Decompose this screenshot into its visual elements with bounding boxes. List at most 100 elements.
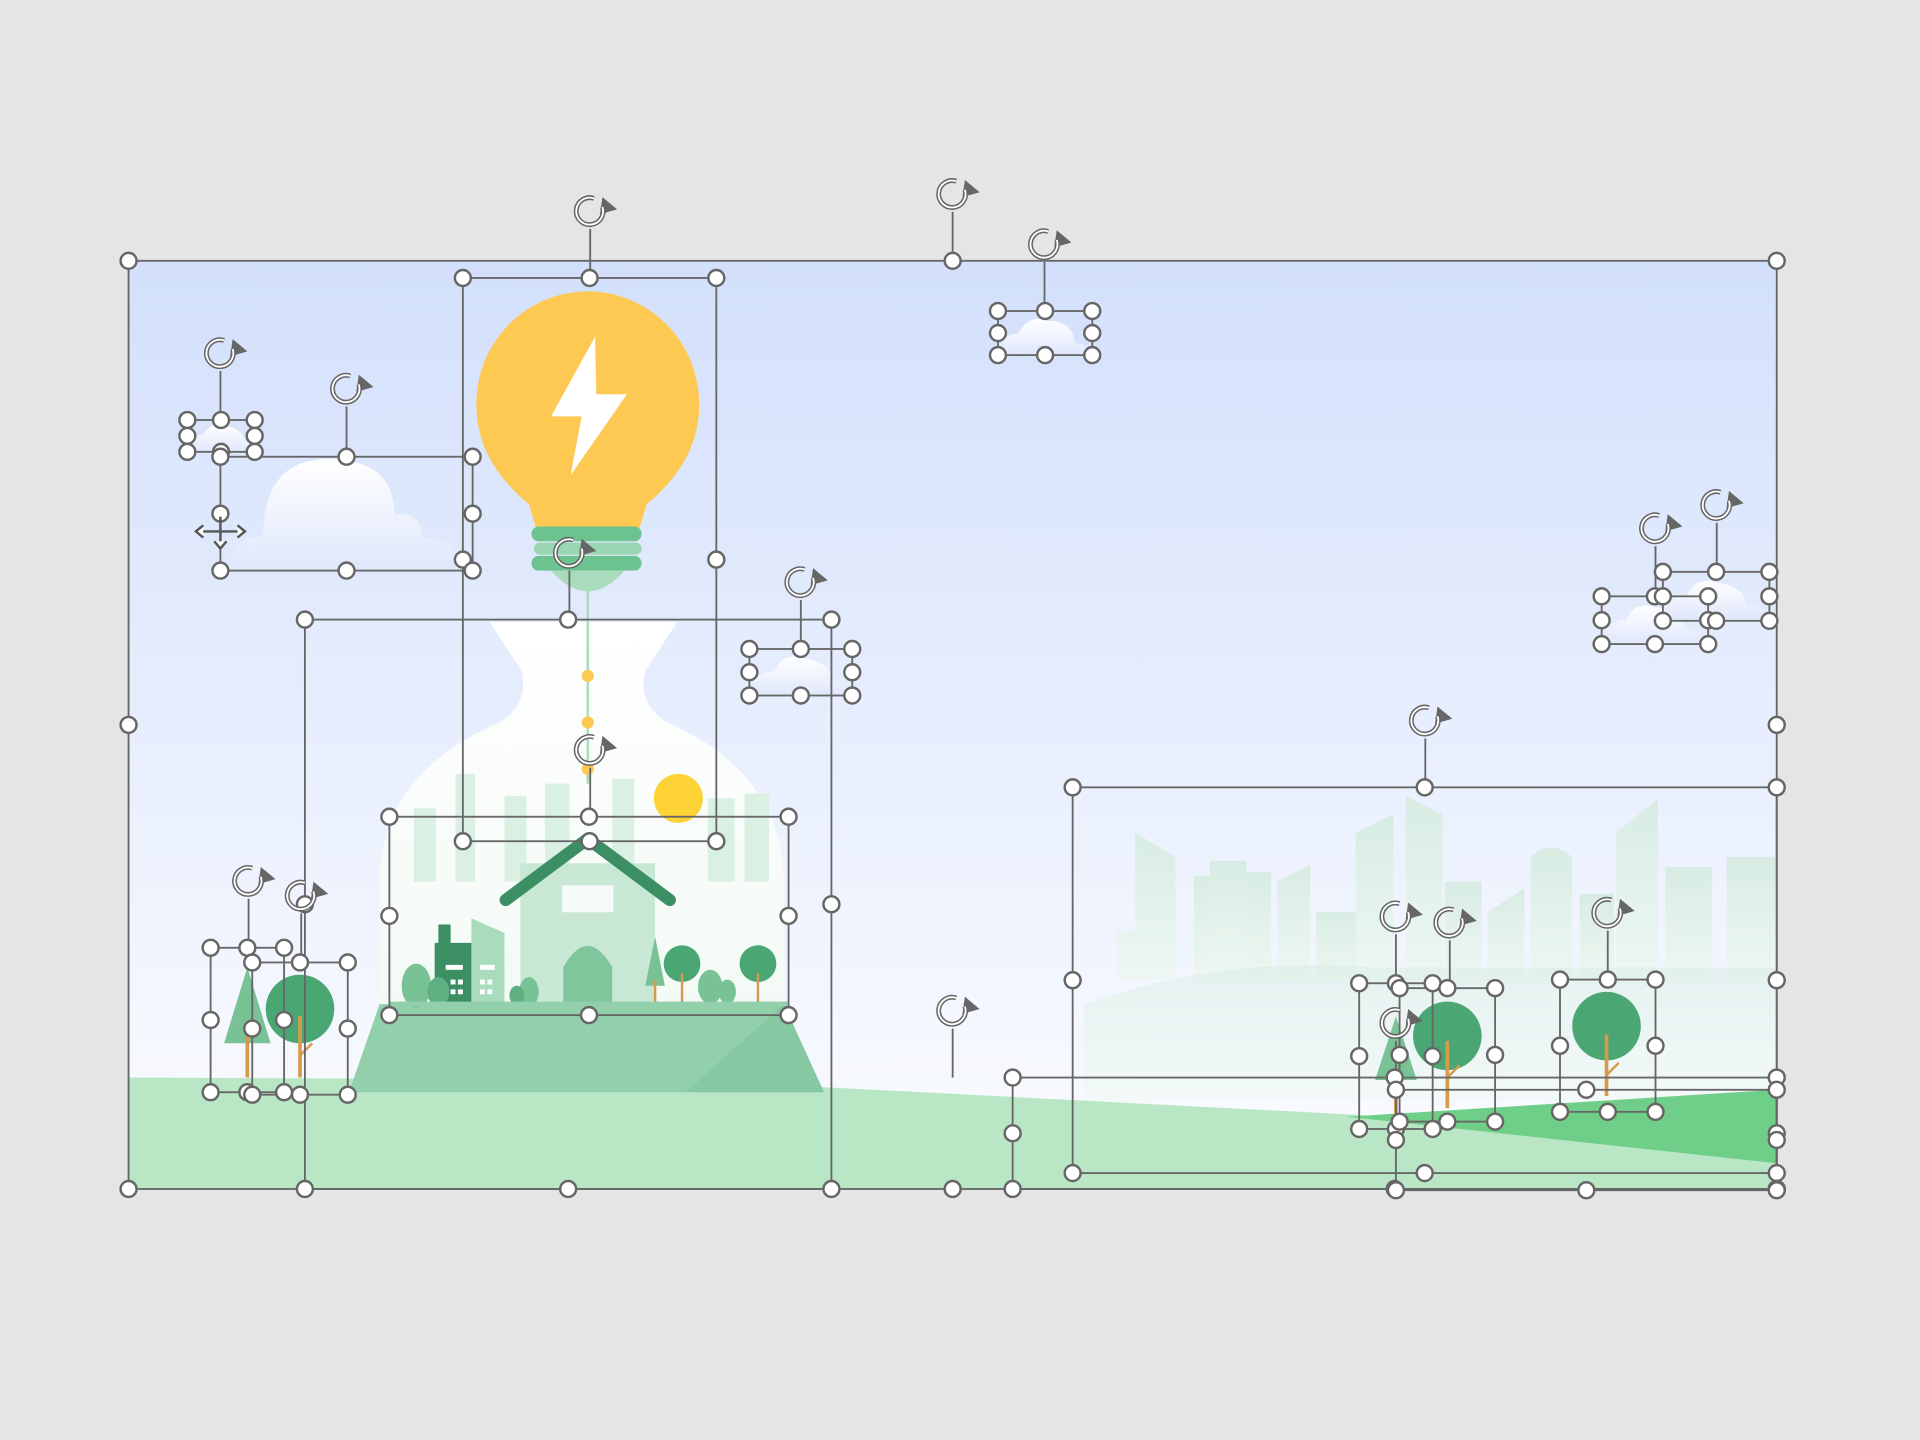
resize-handle-icon[interactable] [558, 1179, 578, 1199]
resize-handle-icon[interactable] [245, 410, 264, 430]
resize-handle-icon[interactable] [1646, 970, 1665, 989]
resize-handle-icon[interactable] [463, 504, 482, 523]
resize-handle-icon[interactable] [201, 938, 220, 957]
ground-hill[interactable] [128, 1077, 1777, 1189]
resize-handle-icon[interactable] [1698, 634, 1718, 654]
resize-handle-icon[interactable] [119, 1179, 138, 1199]
resize-handle-icon[interactable] [337, 561, 356, 580]
resize-handle-icon[interactable] [707, 268, 726, 288]
rotation-handles[interactable] [204, 178, 1744, 1039]
rotate-handle-icon[interactable] [232, 865, 276, 897]
resize-handle-icon[interactable] [1063, 971, 1082, 990]
resize-handle-icon[interactable] [779, 906, 798, 926]
resize-handle-icon[interactable] [1646, 1036, 1665, 1055]
resize-handle-icon[interactable] [843, 639, 862, 659]
resize-handle-icon[interactable] [1767, 778, 1786, 797]
resize-handle-icon[interactable] [1592, 587, 1611, 606]
resize-handle-icon[interactable] [1598, 1102, 1617, 1122]
resize-handle-icon[interactable] [1767, 1080, 1786, 1099]
rotate-handle-icon[interactable] [1639, 512, 1683, 545]
resize-handle-icon[interactable] [707, 832, 726, 851]
resize-handle-icon[interactable] [1767, 1163, 1786, 1183]
rotate-handle-icon[interactable] [552, 536, 597, 569]
resize-handle-icon[interactable] [337, 447, 356, 466]
resize-handle-icon[interactable] [453, 268, 473, 288]
resize-handle-icon[interactable] [843, 686, 862, 705]
resize-handle-icon[interactable] [201, 1010, 220, 1030]
resize-handle-icon[interactable] [1760, 587, 1779, 606]
resize-handle-icon[interactable] [1767, 971, 1786, 990]
resize-handle-icon[interactable] [453, 832, 473, 851]
resize-handle-icon[interactable] [463, 561, 482, 580]
resize-handle-icon[interactable] [290, 1085, 310, 1104]
resize-handle-icon[interactable] [1577, 1080, 1596, 1099]
cloud-large[interactable] [231, 459, 463, 571]
cloud-small-mid[interactable] [749, 656, 853, 696]
resize-handle-icon[interactable] [1577, 1181, 1596, 1200]
rotate-handle-icon[interactable] [573, 734, 618, 766]
resize-handle-icon[interactable] [988, 345, 1008, 365]
resize-handle-icon[interactable] [822, 610, 841, 629]
resize-handle-icon[interactable] [988, 301, 1008, 321]
resize-handle-icon[interactable] [211, 447, 230, 466]
resize-handle-icon[interactable] [1767, 1181, 1786, 1200]
resize-handle-icon[interactable] [1550, 1102, 1570, 1122]
rotate-handle-icon[interactable] [573, 195, 618, 228]
resize-handle-icon[interactable] [211, 561, 230, 580]
resize-handle-icon[interactable] [1003, 1179, 1022, 1199]
resize-handle-icon[interactable] [1645, 634, 1665, 654]
resize-handle-icon[interactable] [245, 442, 264, 462]
resize-handle-icon[interactable] [290, 953, 310, 972]
resize-handle-icon[interactable] [1485, 978, 1505, 998]
resize-handle-icon[interactable] [1390, 1112, 1409, 1131]
resize-handle-icon[interactable] [579, 1005, 599, 1025]
resize-handle-icon[interactable] [707, 550, 726, 569]
resize-handle-icon[interactable] [119, 715, 138, 735]
resize-handle-icon[interactable] [1083, 345, 1102, 365]
rotate-handle-icon[interactable] [936, 994, 980, 1027]
resize-handle-icon[interactable] [1386, 1181, 1406, 1200]
resize-handle-icon[interactable] [1350, 1046, 1369, 1066]
resize-handle-icon[interactable] [1438, 978, 1457, 998]
resize-handle-icon[interactable] [1598, 970, 1617, 989]
resize-handle-icon[interactable] [1350, 1119, 1369, 1139]
resize-handle-icon[interactable] [1415, 1163, 1434, 1183]
resize-handle-icon[interactable] [178, 410, 197, 430]
resize-handle-icon[interactable] [1423, 1119, 1442, 1139]
resize-handle-icon[interactable] [1390, 978, 1409, 998]
resize-handle-icon[interactable] [1035, 345, 1055, 365]
resize-handle-icon[interactable] [1698, 587, 1718, 606]
resize-handle-icon[interactable] [1350, 974, 1369, 993]
resize-handle-icon[interactable] [463, 447, 482, 466]
resize-handle-icon[interactable] [822, 895, 841, 914]
resize-handle-icon[interactable] [245, 426, 264, 446]
resize-handle-icon[interactable] [1035, 301, 1055, 321]
resize-handle-icon[interactable] [1767, 1130, 1786, 1150]
resize-handle-icon[interactable] [558, 610, 578, 629]
resize-handle-icon[interactable] [1646, 1102, 1665, 1122]
resize-handle-icon[interactable] [1386, 1080, 1406, 1099]
resize-handle-icon[interactable] [274, 1010, 294, 1030]
resize-handle-icon[interactable] [779, 807, 798, 826]
resize-handle-icon[interactable] [1550, 1036, 1570, 1055]
resize-handle-icon[interactable] [211, 410, 231, 430]
house[interactable] [499, 832, 676, 1005]
resize-handle-icon[interactable] [1063, 778, 1082, 797]
bottle-trees[interactable] [389, 936, 788, 1008]
resize-handle-icon[interactable] [1485, 1112, 1505, 1131]
resize-handle-icon[interactable] [274, 1083, 294, 1102]
resize-handle-icon[interactable] [1706, 562, 1726, 582]
resize-handle-icon[interactable] [295, 610, 315, 629]
rotate-handle-icon[interactable] [1591, 896, 1635, 929]
resize-handle-icon[interactable] [843, 663, 862, 682]
resize-handle-icon[interactable] [988, 323, 1008, 343]
resize-handle-icon[interactable] [580, 832, 599, 851]
resize-handle-icon[interactable] [1390, 1045, 1409, 1065]
resize-handle-icon[interactable] [380, 1005, 399, 1025]
resize-handle-icon[interactable] [1760, 562, 1779, 582]
resize-handle-icon[interactable] [791, 686, 810, 705]
rotate-handle-icon[interactable] [936, 178, 980, 210]
resize-handle-icon[interactable] [791, 639, 810, 659]
resize-handle-icon[interactable] [243, 1085, 262, 1104]
